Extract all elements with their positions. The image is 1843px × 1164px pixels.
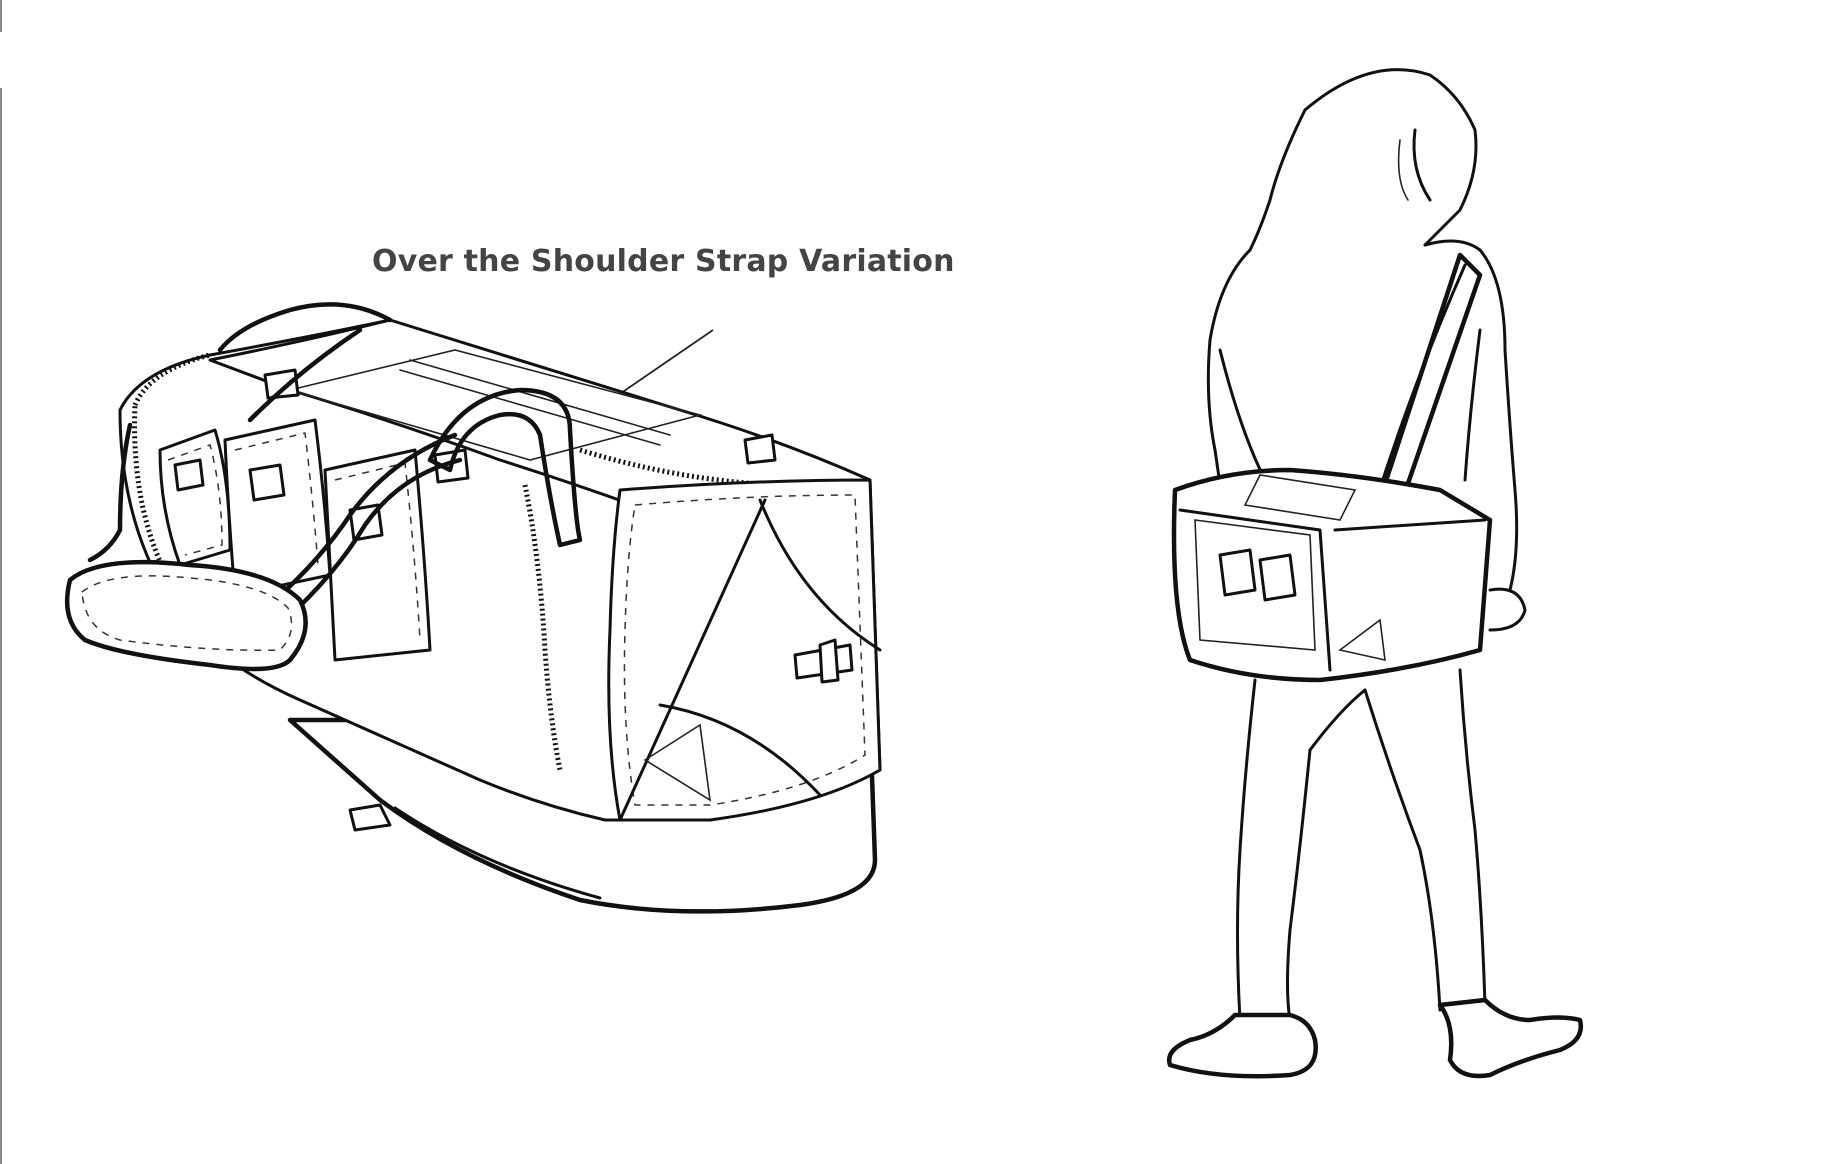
duffel-bag-illustration xyxy=(64,302,882,914)
left-edge-mark xyxy=(0,88,2,1164)
person-with-bag-illustration xyxy=(1166,68,1584,1079)
left-edge-mark-top xyxy=(0,0,2,32)
strap-variation-caption: Over the Shoulder Strap Variation xyxy=(372,244,955,279)
